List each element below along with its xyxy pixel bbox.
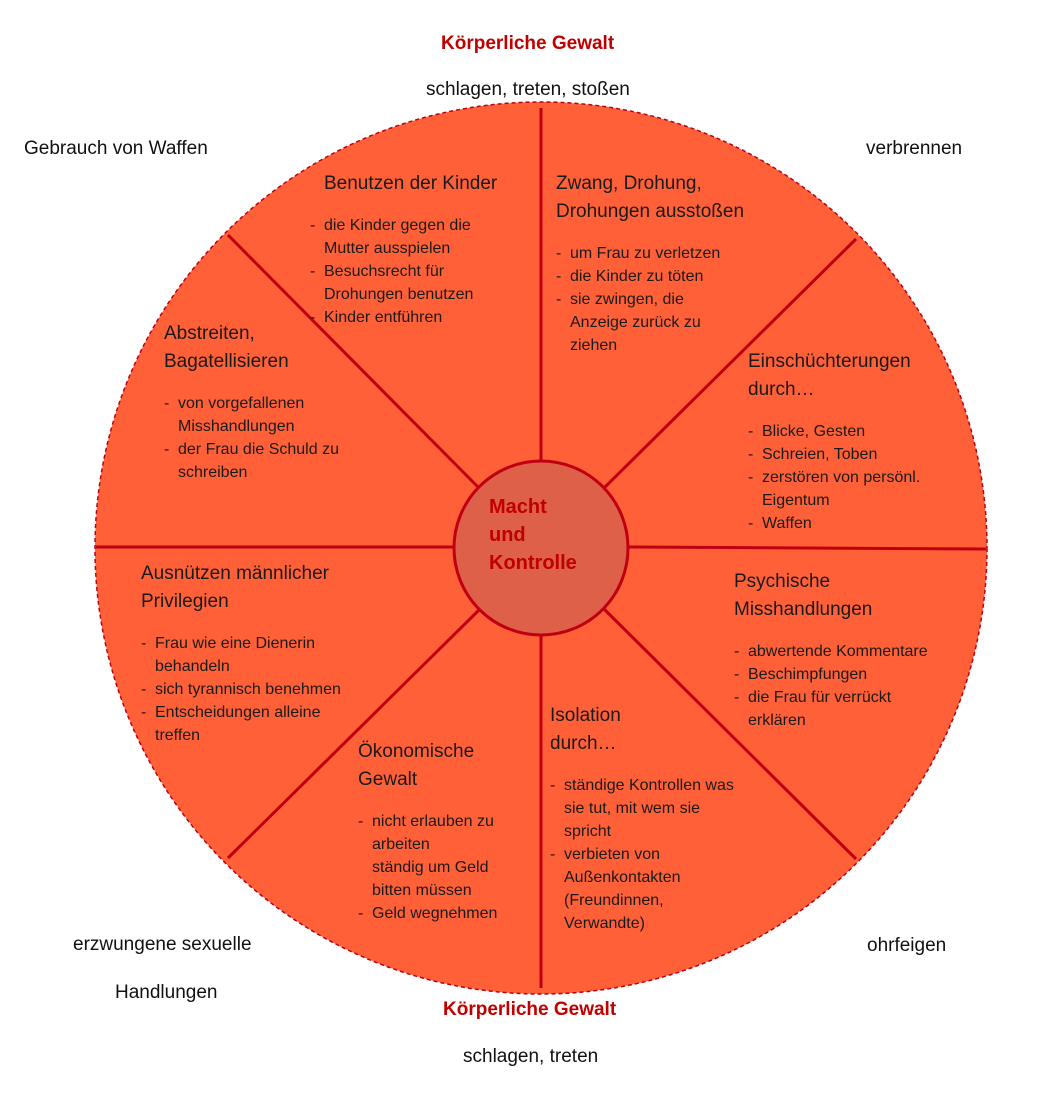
- top-subheading: schlagen, treten, stoßen: [426, 79, 630, 100]
- spoke-right: [627, 545, 987, 551]
- list-item: sie zwingen, die: [556, 288, 744, 311]
- list-item: sich tyrannisch benehmen: [141, 678, 341, 701]
- list-item: bitten müssen: [372, 882, 472, 899]
- segment-privilegien: Ausnützen männlicher Privilegien Frau wi…: [141, 560, 341, 747]
- segment-title: Ausnützen männlicher Privilegien: [141, 560, 341, 616]
- list-item: Entscheidungen alleine: [141, 701, 341, 724]
- label-bottom-left-1: erzwungene sexuelle: [73, 934, 252, 955]
- center-line-2: und: [489, 524, 526, 546]
- list-item: von vorgefallenen: [164, 392, 339, 415]
- segment-title: Isolation durch…: [550, 702, 734, 758]
- list-item: (Freundinnen,: [564, 892, 664, 909]
- list-item: der Frau die Schuld zu: [164, 438, 339, 461]
- spoke-top-left: [226, 233, 480, 489]
- segment-kinder: Benutzen der Kinder die Kinder gegen die…: [310, 170, 497, 329]
- list-item: Frau wie eine Dienerin: [141, 632, 341, 655]
- title-line: Bagatellisieren: [164, 351, 289, 372]
- list-item: Schreien, Toben: [748, 443, 920, 466]
- title-line: Gewalt: [358, 769, 418, 790]
- center-line-1: Macht: [489, 496, 547, 518]
- center-line-3: Kontrolle: [489, 552, 577, 574]
- title-line: Zwang, Drohung,: [556, 173, 702, 194]
- top-heading: Körperliche Gewalt: [441, 33, 615, 54]
- segment-psychisch: Psychische Misshandlungen abwertende Kom…: [734, 568, 928, 732]
- title-line: Ökonomische: [358, 741, 475, 762]
- list-item: behandeln: [155, 658, 230, 675]
- list-item: ziehen: [570, 337, 618, 354]
- list-item: Verwandte): [564, 915, 645, 932]
- label-bottom-right: ohrfeigen: [867, 935, 947, 956]
- title-line: durch…: [748, 379, 815, 400]
- list-item: Außenkontakten: [564, 869, 681, 886]
- segment-abstreiten: Abstreiten, Bagatellisieren von vorgefal…: [164, 320, 339, 484]
- segment-title: Einschüchterungen durch…: [748, 348, 920, 404]
- segment-einschuechterung: Einschüchterungen durch… Blicke, Gesten …: [748, 348, 920, 535]
- title-line: Abstreiten,: [164, 323, 255, 344]
- bottom-subheading: schlagen, treten: [463, 1046, 599, 1067]
- list-item: erklären: [748, 712, 806, 729]
- list-item: Besuchsrecht für: [310, 260, 497, 283]
- segment-title: Ökonomische Gewalt: [358, 738, 497, 794]
- title-line: Benutzen der Kinder: [324, 173, 498, 194]
- list-item: Anzeige zurück zu: [570, 314, 701, 331]
- segment-isolation: Isolation durch… ständige Kontrollen was…: [550, 702, 734, 935]
- list-item: Kinder entführen: [310, 306, 497, 329]
- label-top-right: verbrennen: [866, 138, 963, 159]
- bottom-heading: Körperliche Gewalt: [443, 999, 617, 1020]
- list-item: Drohungen benutzen: [324, 286, 474, 303]
- list-item: zerstören von persönl.: [748, 466, 920, 489]
- list-item: nicht erlauben zu: [358, 810, 497, 833]
- list-item: Waffen: [748, 512, 920, 535]
- title-line: Psychische: [734, 571, 831, 592]
- list-item: die Kinder gegen die: [310, 214, 497, 237]
- list-item: die Kinder zu töten: [556, 265, 744, 288]
- spoke-bottom-left: [226, 608, 481, 860]
- list-item: verbieten von: [550, 843, 734, 866]
- list-item: arbeiten: [372, 836, 430, 853]
- list-item: treffen: [155, 727, 201, 744]
- list-item: Mutter ausspielen: [324, 240, 451, 257]
- title-line: Ausnützen männlicher: [141, 563, 329, 584]
- spoke-top-right: [601, 237, 858, 491]
- segment-title: Psychische Misshandlungen: [734, 568, 928, 624]
- center-label: Macht und Kontrolle: [489, 493, 577, 577]
- list-item: Beschimpfungen: [734, 663, 928, 686]
- center-hub: [452, 459, 630, 637]
- segment-title: Abstreiten, Bagatellisieren: [164, 320, 339, 376]
- list-item: Geld wegnehmen: [358, 902, 497, 925]
- title-line: Drohungen ausstoßen: [556, 201, 745, 222]
- list-item: ständige Kontrollen was: [550, 774, 734, 797]
- list-item: sie tut, mit wem sie: [564, 800, 701, 817]
- list-item: spricht: [564, 823, 612, 840]
- list-item: schreiben: [178, 464, 248, 481]
- title-line: Isolation: [550, 705, 621, 726]
- segment-oekonomisch: Ökonomische Gewalt nicht erlauben zu arb…: [358, 738, 497, 925]
- title-line: Privilegien: [141, 591, 229, 612]
- title-line: Misshandlungen: [734, 599, 873, 620]
- title-line: durch…: [550, 733, 617, 754]
- title-line: Einschüchterungen: [748, 351, 911, 372]
- spoke-bottom-right: [602, 607, 858, 861]
- label-bottom-left-2: Handlungen: [115, 982, 218, 1003]
- list-item: die Frau für verrückt: [734, 686, 928, 709]
- list-item: Misshandlungen: [178, 418, 295, 435]
- list-item: um Frau zu verletzen: [556, 242, 744, 265]
- segment-zwang: Zwang, Drohung, Drohungen ausstoßen um F…: [556, 170, 744, 357]
- list-item: ständig um Geld: [372, 859, 489, 876]
- list-item: Eigentum: [762, 492, 830, 509]
- label-top-left: Gebrauch von Waffen: [24, 138, 208, 159]
- segment-title: Zwang, Drohung, Drohungen ausstoßen: [556, 170, 744, 226]
- segment-title: Benutzen der Kinder: [310, 170, 497, 198]
- list-item: Blicke, Gesten: [748, 420, 920, 443]
- list-item: abwertende Kommentare: [734, 640, 928, 663]
